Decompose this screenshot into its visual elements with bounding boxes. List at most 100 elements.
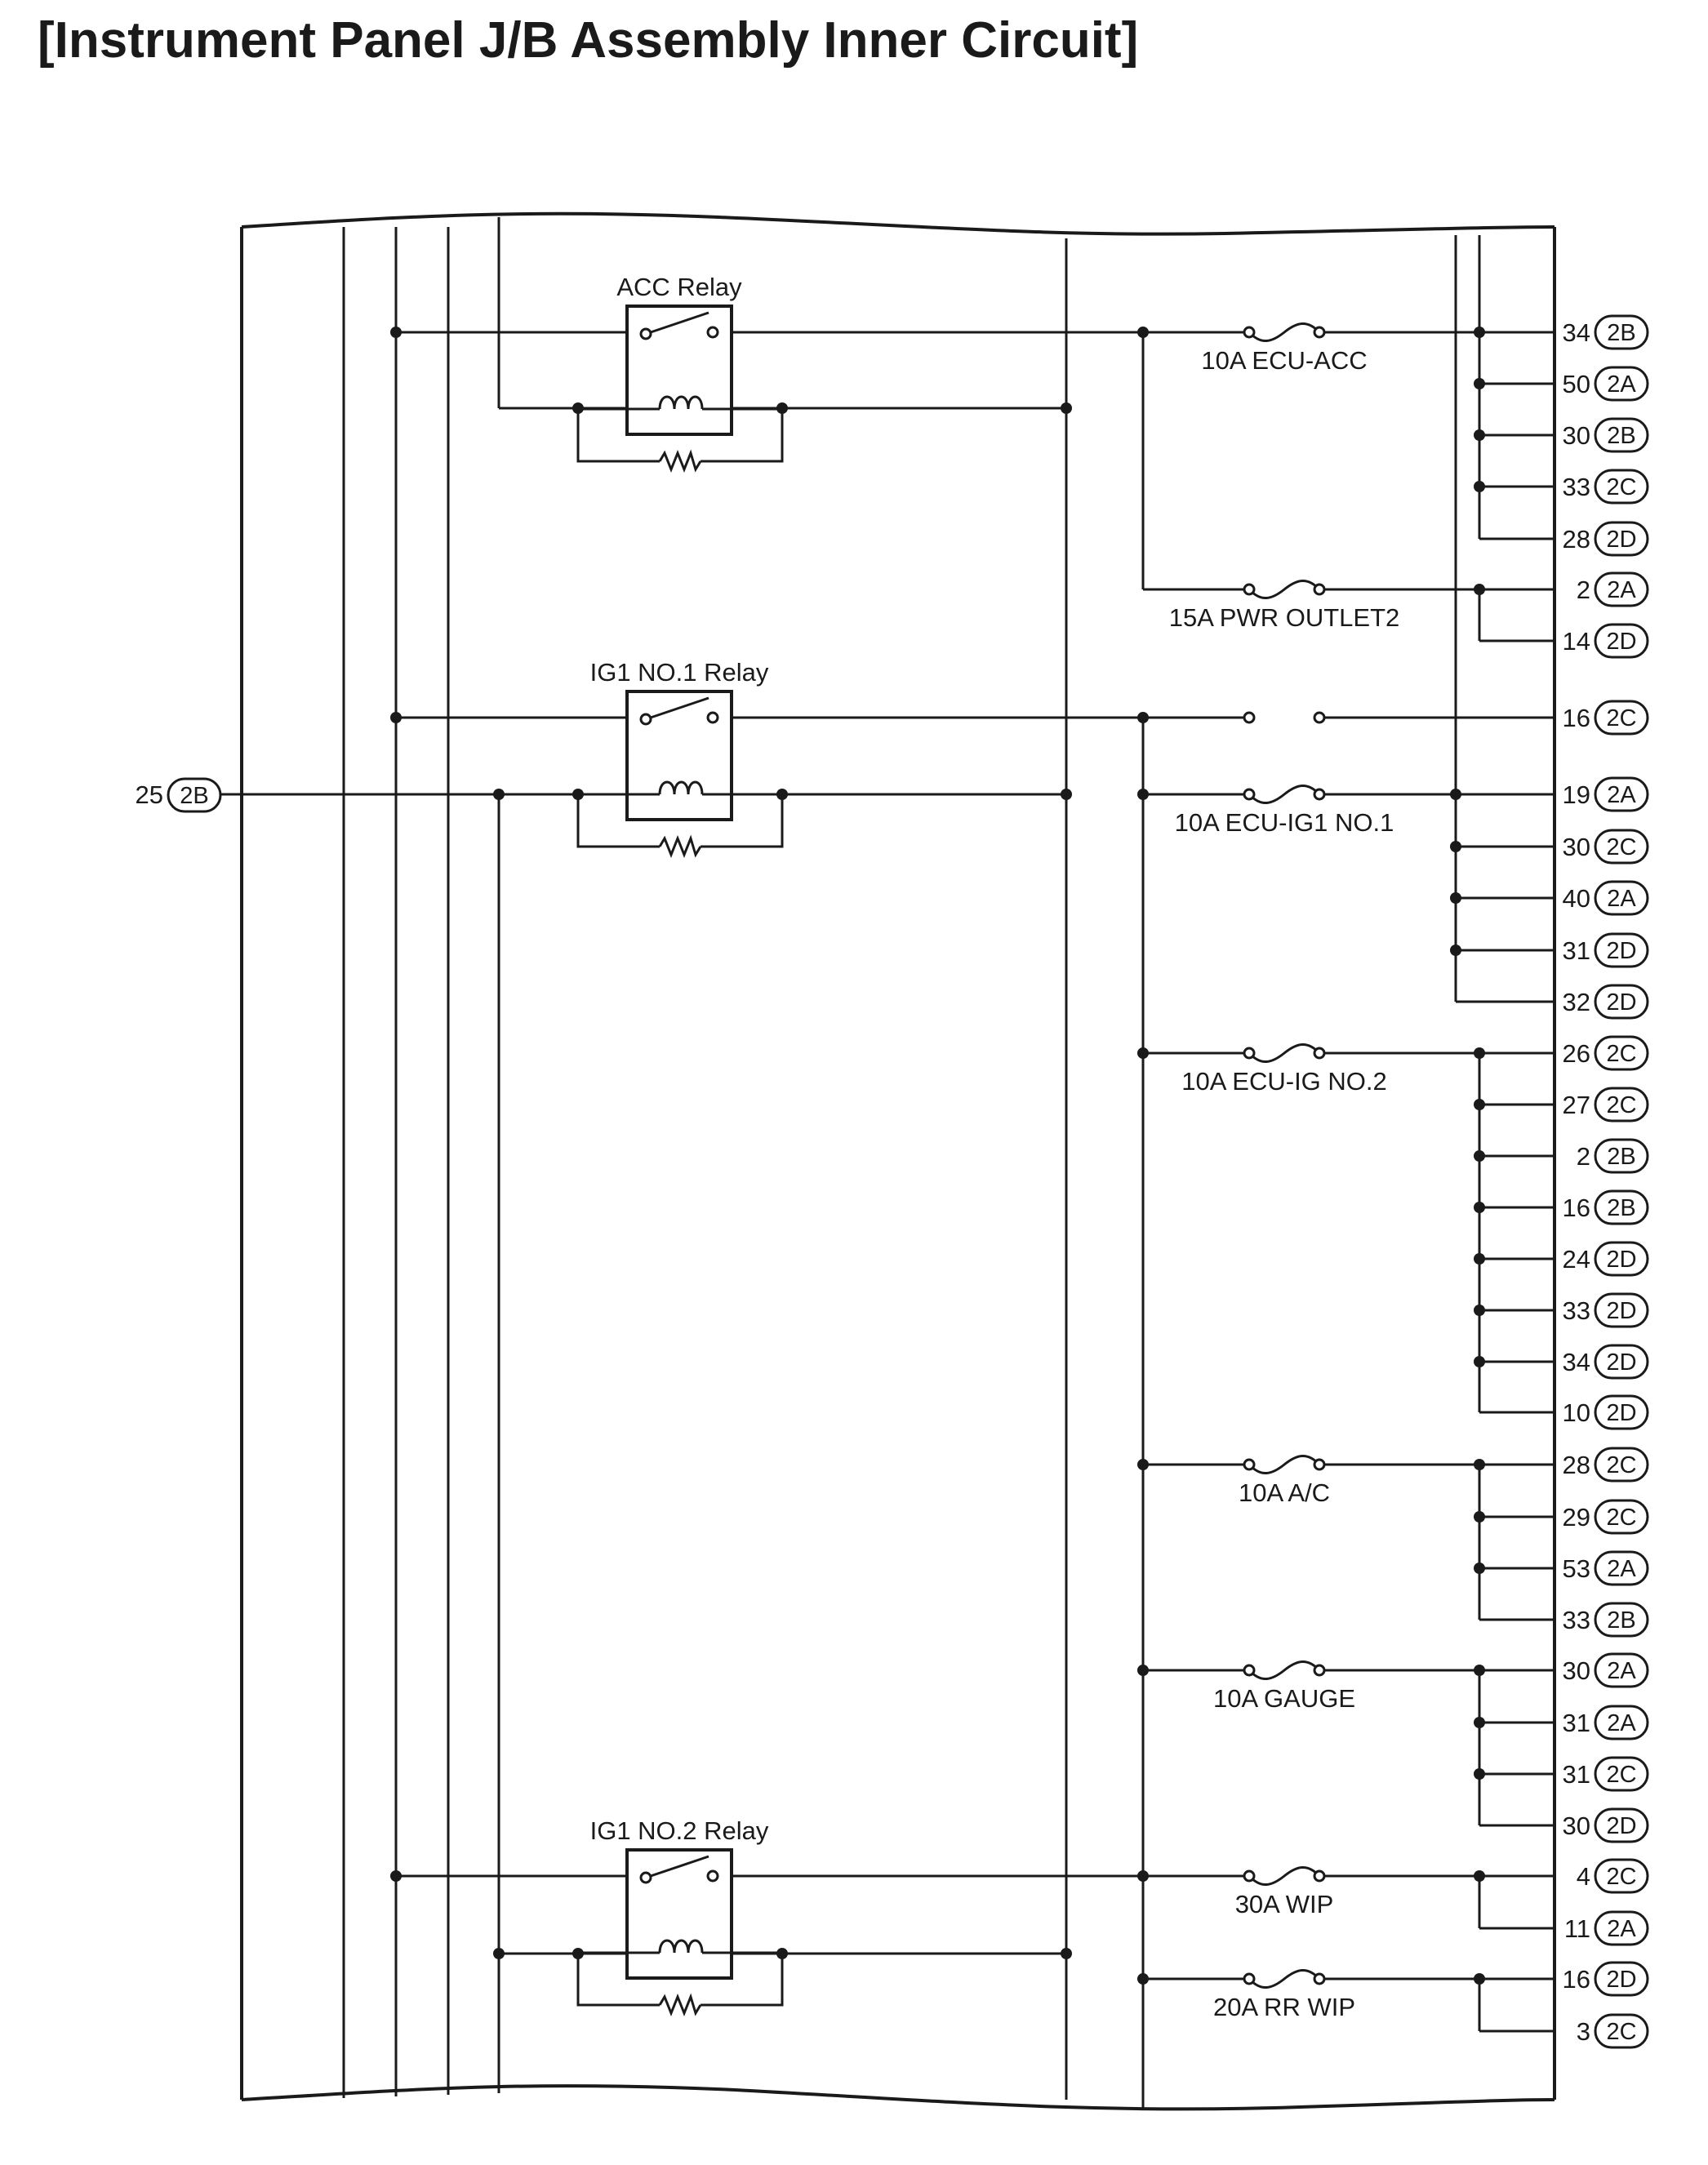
junction-dot xyxy=(1450,841,1461,852)
terminal-connector-id: 2C xyxy=(1606,1092,1636,1118)
terminal-connector-id: 2B xyxy=(1607,423,1635,449)
terminal-connector-oval xyxy=(1594,314,1649,350)
fuse-label: 10A ECU-IG NO.2 xyxy=(1181,1067,1387,1096)
output-terminal: 31 2D xyxy=(1563,932,1649,968)
junction-dot xyxy=(1137,1665,1149,1676)
fuse-element xyxy=(1248,1866,1321,1886)
terminal-pin-number: 2 xyxy=(1577,576,1590,604)
terminal-connector-oval xyxy=(1594,776,1649,812)
junction-dot xyxy=(1474,1202,1485,1213)
terminal-connector-oval xyxy=(1594,469,1649,505)
fuse-label: 10A ECU-IG1 NO.1 xyxy=(1175,808,1394,837)
junction-dot xyxy=(1474,378,1485,389)
terminal-pin-number: 30 xyxy=(1563,833,1590,861)
terminal-connector-oval xyxy=(1594,366,1649,402)
terminal-connector-oval xyxy=(1594,1499,1649,1535)
fuse-element xyxy=(1248,1455,1321,1474)
terminal-connector-oval xyxy=(1594,2013,1649,2049)
terminal-pin-number: 40 xyxy=(1563,884,1590,913)
terminal-connector-id: 2D xyxy=(1606,1400,1636,1426)
junction-dot xyxy=(1474,1768,1485,1780)
junction-dot xyxy=(390,327,402,338)
terminal-connector-oval xyxy=(1594,417,1649,453)
terminal-connector-oval xyxy=(1594,1292,1649,1328)
terminal-connector-oval xyxy=(1594,1807,1649,1843)
resistor-lead xyxy=(701,409,784,463)
terminal-connector-oval xyxy=(1594,1858,1649,1894)
junction-dot xyxy=(493,1948,505,1959)
terminal-connector-id: 2C xyxy=(1606,705,1636,731)
fuse-element xyxy=(1248,785,1321,804)
terminal-pin-number: 16 xyxy=(1563,1965,1590,1994)
terminal-pin-number: 33 xyxy=(1563,1296,1590,1325)
resistor-lead xyxy=(576,409,660,463)
terminal-connector-id: 2C xyxy=(1606,1505,1636,1531)
fuse: 10A A/C xyxy=(1239,1455,1330,1507)
relay-resistor xyxy=(658,449,702,473)
terminal-pin-number: 50 xyxy=(1563,370,1590,398)
junction-dot xyxy=(1474,1150,1485,1162)
terminal-pin-number: 30 xyxy=(1563,1812,1590,1840)
terminal-connector-oval xyxy=(1594,700,1649,736)
terminal-pin-number: 11 xyxy=(1564,1914,1590,1943)
junction-dot xyxy=(1474,429,1485,441)
fuse-terminal xyxy=(1313,788,1326,801)
input-terminal: 25 2B xyxy=(136,777,222,813)
fuse-terminal xyxy=(1243,1869,1256,1883)
fuse: 20A RR WIP xyxy=(1213,1969,1355,2021)
terminal-connector-id: 2D xyxy=(1606,938,1636,964)
junction-dot xyxy=(1137,789,1149,800)
relay-box xyxy=(625,305,733,436)
terminal-connector-id: 2C xyxy=(1606,1452,1636,1478)
junction-dot xyxy=(1061,402,1072,414)
junction-dot xyxy=(572,789,584,800)
resistor-lead xyxy=(701,794,784,848)
input-connector-oval xyxy=(167,777,222,813)
junction-dot xyxy=(1474,1563,1485,1574)
terminal-pin-number: 32 xyxy=(1563,988,1590,1016)
junction-dot xyxy=(1137,1870,1149,1882)
fuse-label: 10A A/C xyxy=(1239,1478,1330,1507)
fuse-terminal xyxy=(1313,326,1326,339)
output-terminal: 16 2D xyxy=(1563,1961,1649,1997)
relay: ACC Relay xyxy=(576,273,784,473)
terminal-connector-id: 2D xyxy=(1606,1967,1636,1993)
terminal-connector-id: 2C xyxy=(1606,1864,1636,1890)
terminal-connector-oval xyxy=(1594,984,1649,1020)
relay: IG1 NO.1 Relay xyxy=(576,658,784,859)
terminal-connector-id: 2C xyxy=(1606,1041,1636,1067)
fuse: 10A GAUGE xyxy=(1213,1660,1355,1713)
terminal-connector-id: 2D xyxy=(1606,989,1636,1016)
terminal-connector-oval xyxy=(1594,1189,1649,1225)
terminal-pin-number: 16 xyxy=(1563,704,1590,732)
terminal-connector-id: 2A xyxy=(1607,886,1636,912)
terminal-pin-number: 19 xyxy=(1563,780,1590,809)
fuse-label: 10A GAUGE xyxy=(1213,1684,1355,1713)
junction-dot xyxy=(1474,1973,1485,1985)
terminal-pin-number: 14 xyxy=(1563,627,1590,656)
junction-dot xyxy=(1061,789,1072,800)
terminal-connector-oval xyxy=(1594,1910,1649,1946)
fuse-terminal xyxy=(1243,583,1256,596)
terminal-connector-oval xyxy=(1594,1394,1649,1430)
relay-coil xyxy=(658,780,704,795)
junction-dot xyxy=(1061,1948,1072,1959)
junction-dot xyxy=(776,789,788,800)
terminal-pin-number: 33 xyxy=(1563,1606,1590,1634)
junction-dot xyxy=(1474,1305,1485,1316)
terminal-pin-number: 31 xyxy=(1563,1760,1590,1789)
terminal-pin-number: 31 xyxy=(1563,936,1590,965)
